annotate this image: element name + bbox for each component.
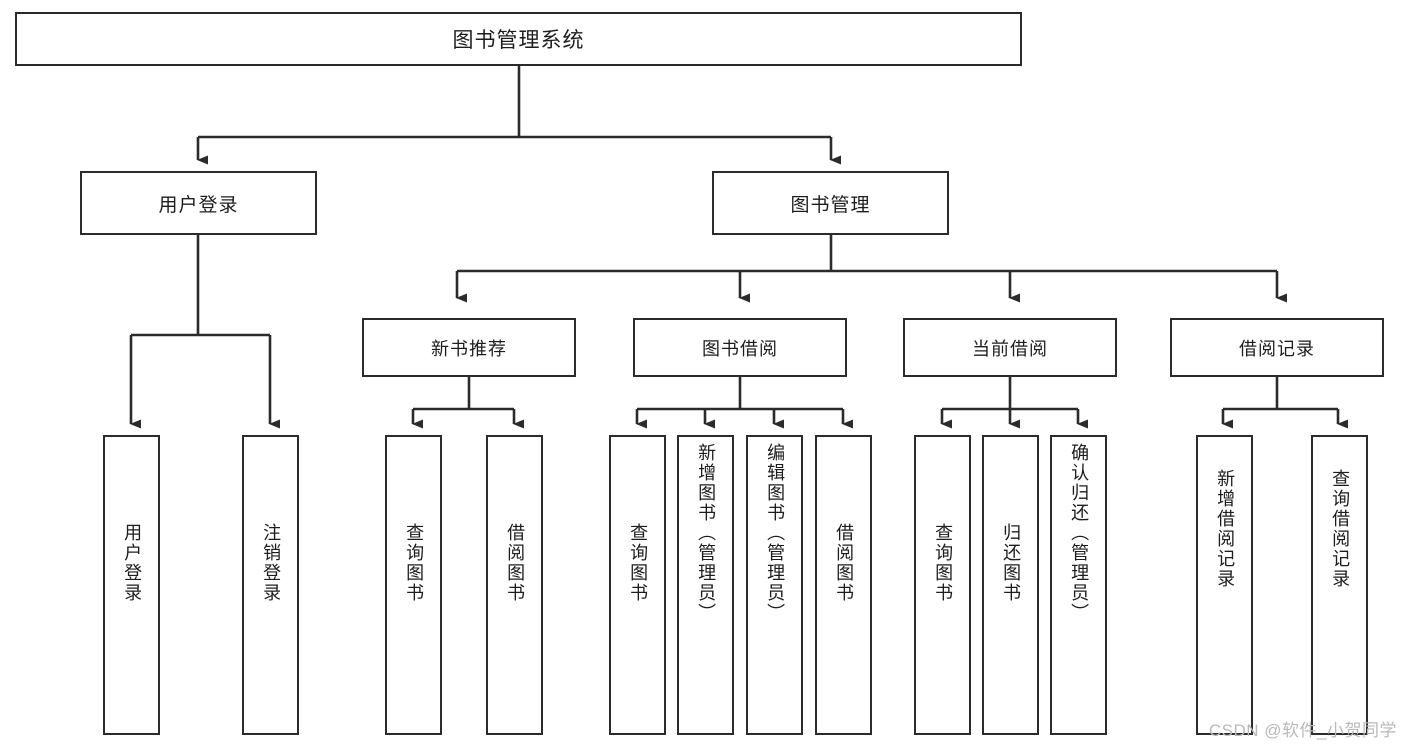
leaf-label: 归还图书 <box>1001 523 1022 603</box>
node-user-login[interactable]: 用户登录 <box>80 171 317 235</box>
leaf-label: 新增借阅记录 <box>1215 469 1236 589</box>
node-label: 借阅记录 <box>1239 338 1315 359</box>
leaf-label: 查询图书 <box>404 523 425 603</box>
leaf-label: 借阅图书 <box>505 523 526 603</box>
leaf-add-book-admin[interactable]: 新增图书（管理员） <box>677 435 734 735</box>
node-label: 图书借阅 <box>702 338 778 359</box>
leaf-query-book-borrow[interactable]: 查询图书 <box>609 435 666 735</box>
leaf-user-login[interactable]: 用户登录 <box>103 435 160 735</box>
leaf-logout-login[interactable]: 注销登录 <box>242 435 299 735</box>
leaf-borrow-book[interactable]: 借阅图书 <box>815 435 872 735</box>
leaf-label: 确认归还（管理员） <box>1069 443 1090 623</box>
leaf-label: 新增图书（管理员） <box>696 443 717 623</box>
node-current-borrow[interactable]: 当前借阅 <box>903 318 1117 377</box>
node-root-book-management-system[interactable]: 图书管理系统 <box>15 12 1022 66</box>
node-book-borrow[interactable]: 图书借阅 <box>633 318 847 377</box>
node-label: 图书管理 <box>790 194 871 216</box>
node-label: 图书管理系统 <box>452 29 585 52</box>
leaf-label: 注销登录 <box>261 523 282 603</box>
leaf-label: 查询借阅记录 <box>1330 469 1351 589</box>
leaf-query-borrow-record[interactable]: 查询借阅记录 <box>1311 435 1368 735</box>
csdn-watermark: CSDN @软件_小贺同学 <box>1208 721 1397 740</box>
leaf-label: 借阅图书 <box>834 523 855 603</box>
leaf-query-book-recommend[interactable]: 查询图书 <box>385 435 442 735</box>
leaf-edit-book-admin[interactable]: 编辑图书（管理员） <box>746 435 803 735</box>
leaf-return-book[interactable]: 归还图书 <box>982 435 1039 735</box>
leaf-label: 编辑图书（管理员） <box>765 443 786 623</box>
leaf-confirm-return-admin[interactable]: 确认归还（管理员） <box>1050 435 1107 735</box>
leaf-add-borrow-record[interactable]: 新增借阅记录 <box>1196 435 1253 735</box>
leaf-label: 查询图书 <box>933 523 954 603</box>
node-label: 新书推荐 <box>431 338 507 359</box>
leaf-query-book-current[interactable]: 查询图书 <box>914 435 971 735</box>
node-borrow-record[interactable]: 借阅记录 <box>1170 318 1384 377</box>
node-label: 当前借阅 <box>972 338 1048 359</box>
node-new-book-recommend[interactable]: 新书推荐 <box>362 318 576 377</box>
leaf-label: 用户登录 <box>122 523 143 603</box>
node-book-management[interactable]: 图书管理 <box>712 171 949 235</box>
leaf-label: 查询图书 <box>628 523 649 603</box>
leaf-borrow-book-recommend[interactable]: 借阅图书 <box>486 435 543 735</box>
node-label: 用户登录 <box>158 194 239 216</box>
